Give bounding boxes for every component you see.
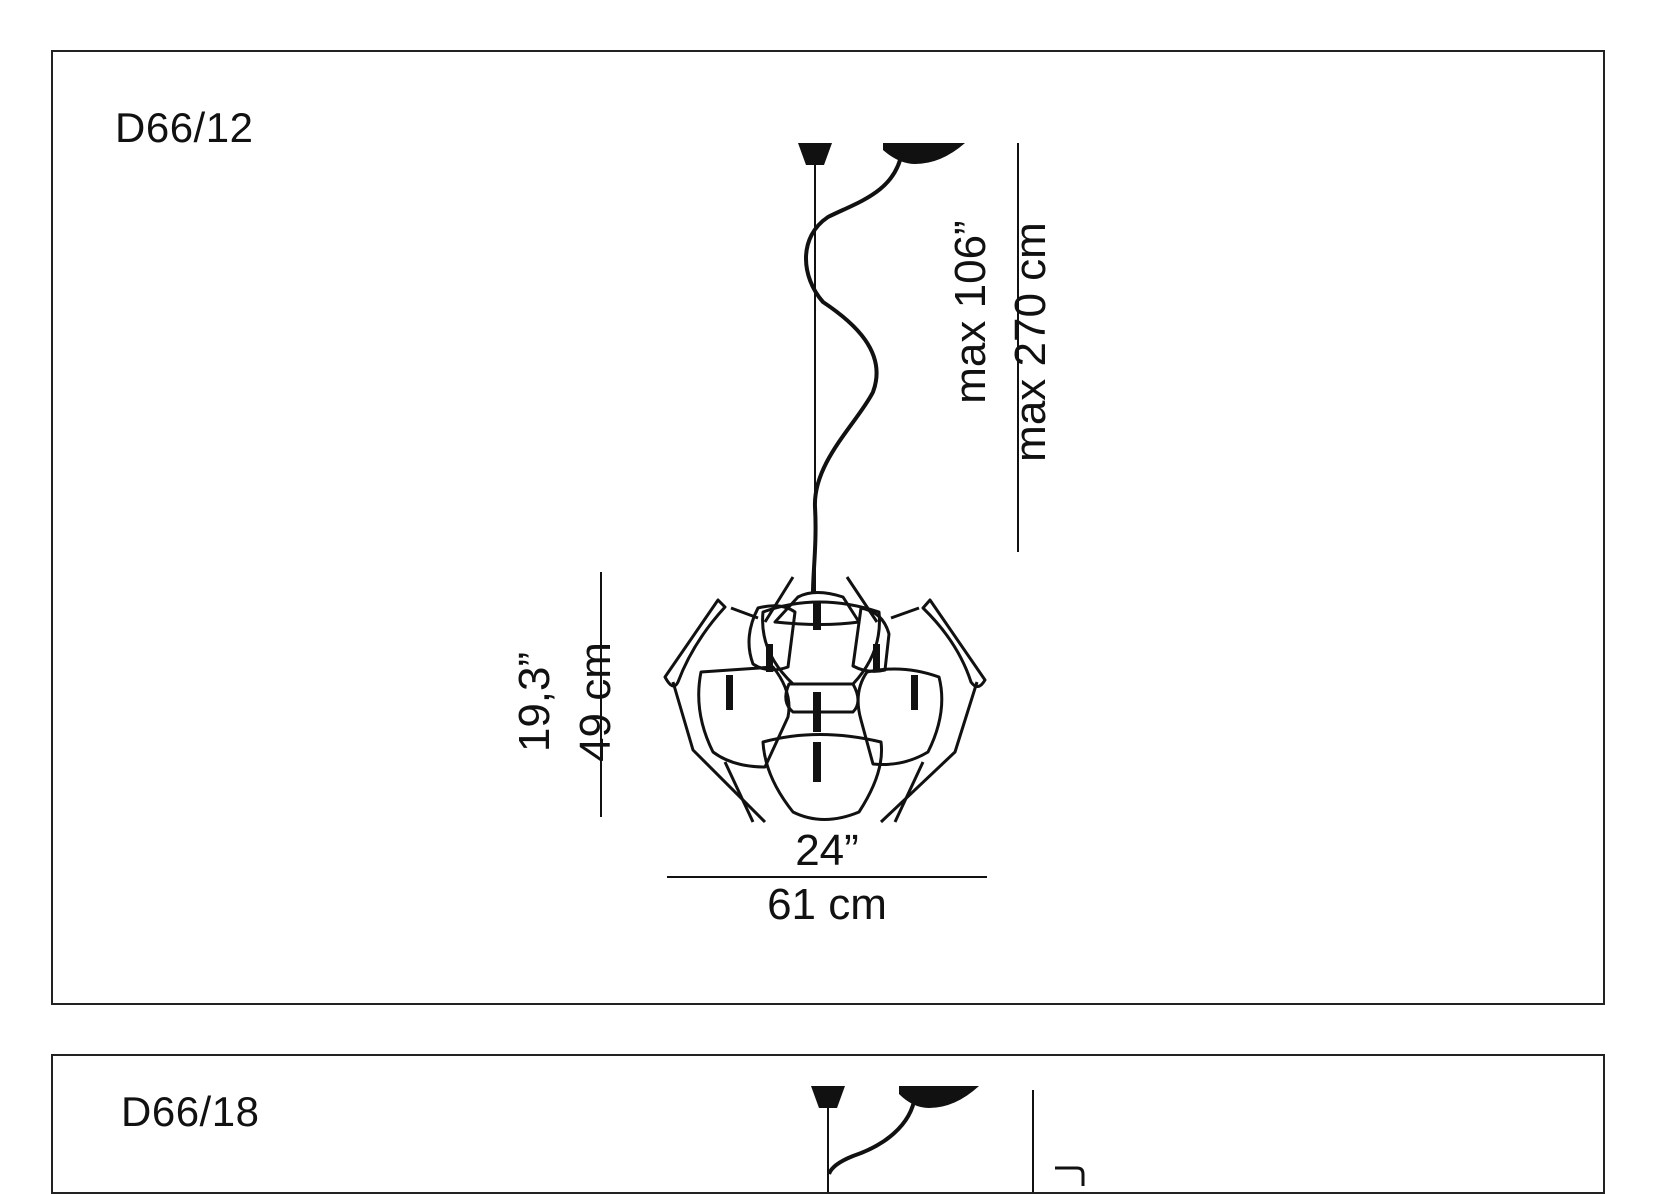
cropped-label-fragment xyxy=(1055,1166,1085,1186)
lamp-drawing xyxy=(600,143,1019,878)
body-height-cm-label: 49 cm xyxy=(571,642,620,762)
shade-clips xyxy=(726,602,918,782)
lamp-body xyxy=(663,576,987,824)
lamp-drawing xyxy=(811,1086,1085,1192)
ceiling-cap-icon xyxy=(899,1086,979,1108)
ceiling-canopy-icon xyxy=(798,143,832,165)
power-cable xyxy=(827,1095,917,1175)
model-code: D66/18 xyxy=(121,1088,260,1135)
height-inch-label: max 106” xyxy=(946,220,995,404)
power-cable xyxy=(804,151,904,593)
ceiling-cap-icon xyxy=(883,143,965,164)
body-height-inch-label: 19,3” xyxy=(510,651,559,753)
drawing-panel-d66-18: D66/18 xyxy=(51,1054,1605,1194)
width-cm-label: 61 cm xyxy=(767,880,887,929)
width-inch-label: 24” xyxy=(795,826,859,875)
drawing-panel-d66-12: D66/12 xyxy=(51,50,1605,1005)
ceiling-canopy-icon xyxy=(811,1086,845,1108)
model-code: D66/12 xyxy=(115,104,254,151)
height-cm-label: max 270 cm xyxy=(1006,222,1055,462)
